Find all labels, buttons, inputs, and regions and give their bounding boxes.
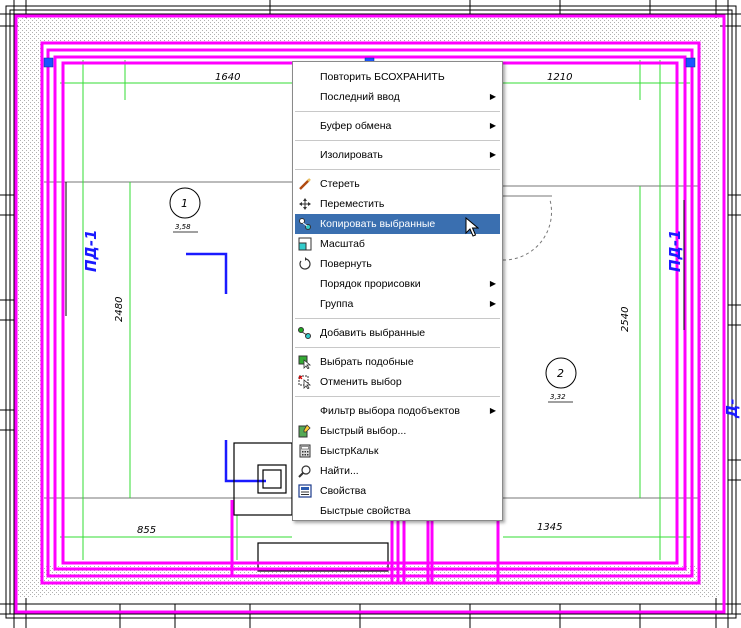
submenu-arrow-icon: ▶ xyxy=(489,150,496,159)
menu-item-label: БыстрКальк xyxy=(320,445,379,457)
dim-left-vertical: 2480 xyxy=(114,297,125,322)
dim-bottom-right: 1345 xyxy=(537,522,562,533)
menu-separator xyxy=(295,347,500,348)
menu-item-deselect[interactable]: Отменить выбор xyxy=(293,372,502,392)
submenu-arrow-icon: ▶ xyxy=(489,299,496,308)
deselect-icon xyxy=(298,375,312,389)
add-selected-icon xyxy=(298,327,311,339)
move-icon xyxy=(299,198,311,210)
mouse-cursor-icon xyxy=(465,217,479,237)
dim-top-right: 1210 xyxy=(547,72,572,83)
tag-left: ПД-1 xyxy=(82,229,100,272)
menu-item-label: Отменить выбор xyxy=(320,376,402,388)
room-2-area: 3,32 xyxy=(550,393,566,401)
menu-separator xyxy=(295,318,500,319)
menu-item-label: Фильтр выбора подобъектов xyxy=(320,405,460,417)
room-marker-2: 2 3,32 xyxy=(545,357,577,403)
menu-item-properties[interactable]: Свойства xyxy=(293,481,502,501)
menu-item-label: Быстрые свойства xyxy=(320,505,411,517)
context-menu: Повторить БСОХРАНИТЬ Последний ввод ▶ Буф… xyxy=(292,61,503,521)
menu-separator xyxy=(295,169,500,170)
menu-item-label: Переместить xyxy=(320,198,385,210)
menu-item-label: Последний ввод xyxy=(320,91,400,103)
menu-item-scale[interactable]: Масштаб xyxy=(293,234,502,254)
menu-item-erase[interactable]: Стереть xyxy=(293,174,502,194)
quick-select-icon xyxy=(298,424,311,438)
menu-item-label: Масштаб xyxy=(320,238,365,250)
room-2-number: 2 xyxy=(557,367,564,380)
menu-item-draw-order[interactable]: Порядок прорисовки ▶ xyxy=(293,274,502,294)
room-outlines xyxy=(44,181,698,499)
room-1-area: 3,58 xyxy=(175,223,191,231)
submenu-arrow-icon: ▶ xyxy=(489,121,496,130)
menu-item-subobject-filter[interactable]: Фильтр выбора подобъектов ▶ xyxy=(293,401,502,421)
menu-item-label: Повернуть xyxy=(320,258,372,270)
room-1-number: 1 xyxy=(181,197,188,210)
submenu-arrow-icon: ▶ xyxy=(489,92,496,101)
menu-item-move[interactable]: Переместить xyxy=(293,194,502,214)
selection-highlight xyxy=(14,14,726,614)
find-icon xyxy=(298,465,311,478)
menu-item-label: Повторить БСОХРАНИТЬ xyxy=(320,71,445,83)
menu-separator xyxy=(295,140,500,141)
menu-item-clipboard[interactable]: Буфер обмена ▶ xyxy=(293,116,502,136)
blue-fragments xyxy=(186,252,266,483)
menu-item-add-selected[interactable]: Добавить выбранные xyxy=(293,323,502,343)
submenu-arrow-icon: ▶ xyxy=(489,279,496,288)
menu-item-rotate[interactable]: Повернуть xyxy=(293,254,502,274)
copy-icon xyxy=(299,218,311,230)
menu-item-isolate[interactable]: Изолировать ▶ xyxy=(293,145,502,165)
tag-right: ПД-1 xyxy=(666,229,684,272)
dim-bottom-left: 855 xyxy=(137,525,156,536)
select-similar-icon xyxy=(298,355,312,369)
menu-item-select-similar[interactable]: Выбрать подобные xyxy=(293,352,502,372)
menu-item-recent-input[interactable]: Последний ввод ▶ xyxy=(293,87,502,107)
menu-item-group[interactable]: Группа ▶ xyxy=(293,294,502,314)
menu-item-repeat-save[interactable]: Повторить БСОХРАНИТЬ xyxy=(293,67,502,87)
dim-top-left: 1640 xyxy=(215,72,240,83)
menu-item-quick-select[interactable]: Быстрый выбор... xyxy=(293,421,502,441)
menu-item-quickcalc[interactable]: БыстрКальк xyxy=(293,441,502,461)
menu-item-label: Буфер обмена xyxy=(320,120,392,132)
menu-item-label: Изолировать xyxy=(320,149,383,161)
menu-item-label: Добавить выбранные xyxy=(320,327,426,339)
menu-item-label: Выбрать подобные xyxy=(320,356,414,368)
menu-item-find[interactable]: Найти... xyxy=(293,461,502,481)
menu-item-quick-properties[interactable]: Быстрые свойства xyxy=(293,501,502,521)
rotate-icon xyxy=(299,257,311,270)
eraser-icon xyxy=(299,178,311,190)
menu-item-copy-selection[interactable]: Копировать выбранные xyxy=(295,214,500,234)
properties-icon xyxy=(298,484,312,498)
menu-item-label: Найти... xyxy=(320,465,359,477)
tag-right-partial: Д- xyxy=(723,398,741,419)
wall-hatch xyxy=(18,18,720,598)
menu-separator xyxy=(295,396,500,397)
menu-item-label: Свойства xyxy=(320,485,367,497)
menu-separator xyxy=(295,111,500,112)
submenu-arrow-icon: ▶ xyxy=(489,406,496,415)
scale-icon xyxy=(298,237,312,251)
menu-item-label: Группа xyxy=(320,298,354,310)
menu-item-label: Стереть xyxy=(320,178,360,190)
calculator-icon xyxy=(299,444,311,458)
dimension-lines xyxy=(60,60,690,560)
room-marker-1: 1 3,58 xyxy=(169,187,201,233)
menu-item-label: Порядок прорисовки xyxy=(320,278,421,290)
menu-item-label: Копировать выбранные xyxy=(320,218,436,230)
dim-right-vertical: 2540 xyxy=(620,307,631,332)
menu-item-label: Быстрый выбор... xyxy=(320,425,407,437)
